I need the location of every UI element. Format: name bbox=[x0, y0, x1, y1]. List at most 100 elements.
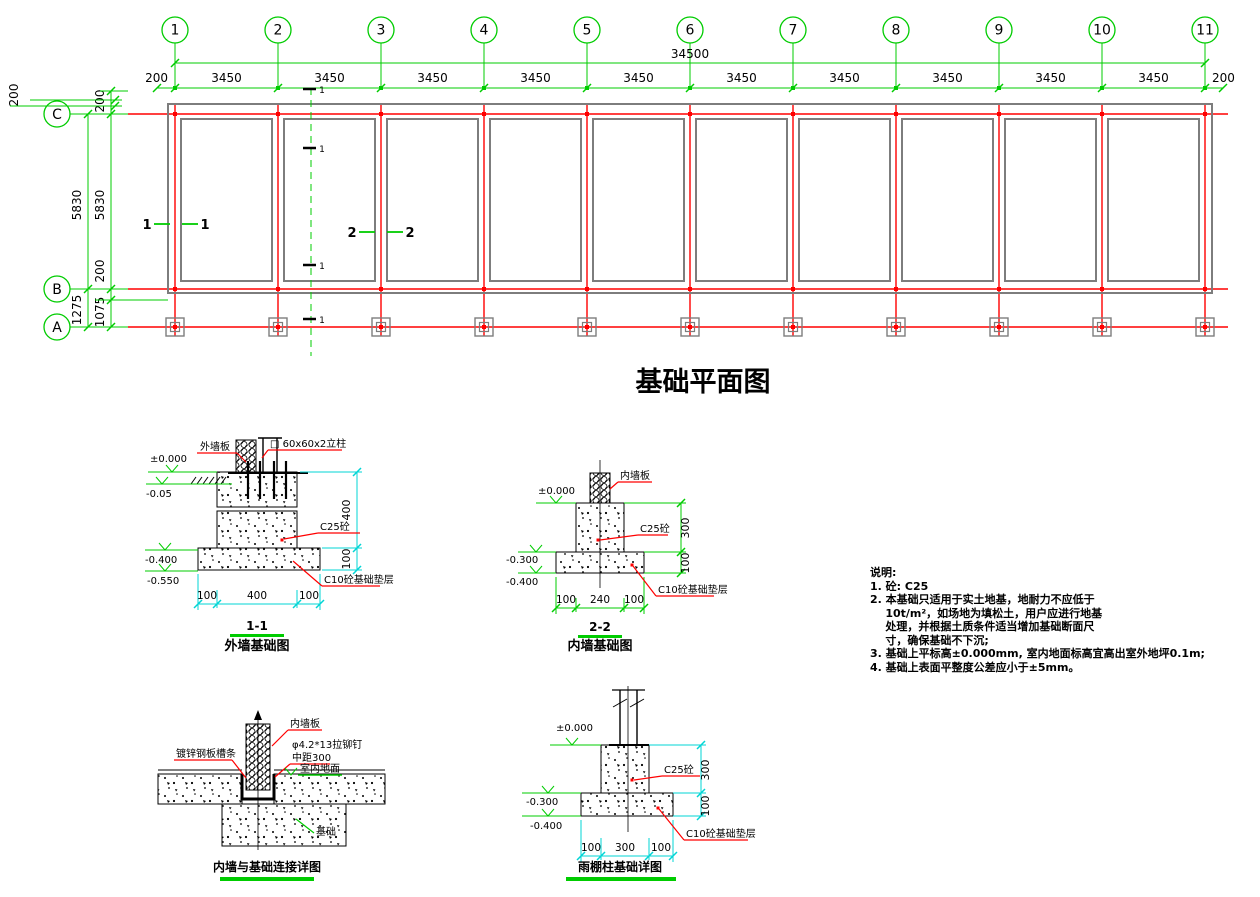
label: 1275 bbox=[70, 295, 84, 326]
dim-label: 100 bbox=[581, 842, 601, 854]
label: 5830 bbox=[70, 190, 84, 221]
dim-label: 300 bbox=[699, 760, 712, 781]
material-label: 内墙板 bbox=[290, 717, 320, 730]
detail-number: 1-1 bbox=[246, 619, 268, 633]
elevation-label: -0.400 bbox=[530, 821, 562, 832]
section-tick-label: 1 bbox=[319, 86, 325, 96]
bay-dim: 3450 bbox=[829, 71, 860, 85]
bay-dim: 3450 bbox=[211, 71, 242, 85]
grid-bubble-label: 4 bbox=[480, 23, 489, 39]
material-label: 室内地面 bbox=[300, 762, 340, 775]
detail-title: 外墙基础图 bbox=[223, 638, 289, 654]
grid-bubble-label: 9 bbox=[995, 23, 1004, 39]
material-label: C25砼 bbox=[640, 522, 670, 535]
material-label: 基础 bbox=[316, 825, 336, 838]
grid-bubble-label: 1 bbox=[171, 23, 180, 39]
note-line: 2. 本基础只适用于实土地基，地耐力不应低于 bbox=[870, 593, 1095, 606]
elevation-label: -0.300 bbox=[526, 797, 558, 808]
bay-dim: 3450 bbox=[623, 71, 654, 85]
note-line: 寸，确保基础不下沉; bbox=[870, 633, 989, 647]
grid-bubble-label: 3 bbox=[377, 23, 386, 39]
note-line: 1. 砼: C25 bbox=[870, 579, 929, 593]
overall-dim: 34500 bbox=[671, 47, 709, 61]
drawing-title: 基础平面图 bbox=[636, 367, 771, 398]
material-label: C10砼基础垫层 bbox=[686, 827, 756, 840]
dim-label: 100 bbox=[651, 842, 671, 854]
elevation-label: -0.300 bbox=[506, 555, 538, 566]
elevation-label: -0.05 bbox=[146, 489, 172, 500]
grid-bubble-label: 11 bbox=[1196, 23, 1214, 39]
grid-bubble-label: 2 bbox=[274, 23, 283, 39]
material-label: φ4.2*13拉铆钉 bbox=[292, 738, 362, 751]
section-tick-label: 1 bbox=[319, 145, 325, 155]
bay-dim: 3450 bbox=[1035, 71, 1066, 85]
row-bubble-label: B bbox=[52, 282, 62, 298]
section-mark: 1 bbox=[142, 218, 151, 233]
label: 200 bbox=[93, 90, 107, 113]
elevation-label: -0.400 bbox=[506, 577, 538, 588]
label: 200 bbox=[7, 84, 21, 107]
dim-label: 100 bbox=[624, 594, 644, 606]
dim-label: 400 bbox=[340, 500, 353, 521]
bay-dim: 3450 bbox=[726, 71, 757, 85]
section-mark: 2 bbox=[405, 226, 414, 241]
note-line: 说明: bbox=[870, 566, 897, 579]
note-line: 4. 基础上表面平整度公差应小于±5mm。 bbox=[870, 660, 1080, 674]
elevation-label: ±0.000 bbox=[150, 454, 187, 465]
section-tick-label: 1 bbox=[319, 262, 325, 272]
dim-label: 100 bbox=[556, 594, 576, 606]
dim-label: 100 bbox=[340, 549, 353, 570]
material-label: C10砼基础垫层 bbox=[324, 573, 394, 586]
note-line: 10t/m²，如场地为填松土，用户应进行地基 bbox=[870, 606, 1103, 620]
label: 1075 bbox=[93, 297, 107, 328]
detail-number: 2-2 bbox=[589, 620, 611, 634]
bay-dim: 3450 bbox=[932, 71, 963, 85]
dim-label: 100 bbox=[699, 796, 712, 817]
note-line: 3. 基础上平标高±0.000mm, 室内地面标高宜高出室外地坪0.1m; bbox=[870, 647, 1205, 660]
dim-label: 300 bbox=[615, 842, 635, 854]
row-bubble-label: A bbox=[52, 320, 62, 336]
section-mark: 2 bbox=[347, 226, 356, 241]
material-label: C10砼基础垫层 bbox=[658, 583, 728, 596]
edge-dim: 200 bbox=[1212, 71, 1235, 85]
material-label: 中距300 bbox=[292, 751, 331, 764]
grid-bubble-label: 7 bbox=[789, 23, 798, 39]
elevation-label: -0.400 bbox=[145, 555, 177, 566]
bay-dim: 3450 bbox=[314, 71, 345, 85]
dim-label: 100 bbox=[299, 590, 319, 602]
row-bubble-label: C bbox=[52, 107, 62, 123]
note-line: 处理，并根据土质条件适当增加基础断面尺 bbox=[870, 620, 1095, 633]
material-label: 内墙板 bbox=[620, 469, 650, 482]
grid-bubble-label: 10 bbox=[1093, 23, 1111, 39]
edge-dim: 200 bbox=[145, 71, 168, 85]
section-tick-label: 1 bbox=[319, 316, 325, 326]
label: 200 bbox=[93, 260, 107, 283]
dim-label: 100 bbox=[679, 553, 692, 574]
section-mark: 1 bbox=[200, 218, 209, 233]
dim-label: 300 bbox=[679, 518, 692, 539]
grid-bubble-label: 8 bbox=[892, 23, 901, 39]
material-label: □ 60x60x2立柱 bbox=[270, 437, 346, 450]
bay-dim: 3450 bbox=[520, 71, 551, 85]
dim-label: 100 bbox=[197, 590, 217, 602]
label: 5830 bbox=[93, 190, 107, 221]
elevation-label: ±0.000 bbox=[538, 486, 575, 497]
material-label: 镀锌钢板槽条 bbox=[176, 747, 236, 760]
dim-label: 400 bbox=[247, 590, 267, 602]
detail-title: 内墙基础图 bbox=[567, 638, 632, 654]
grid-bubble-label: 5 bbox=[583, 23, 592, 39]
bay-dim: 3450 bbox=[1138, 71, 1169, 85]
detail-title: 雨棚柱基础详图 bbox=[578, 859, 662, 874]
detail-2-2: ±0.000 -0.300 -0.400 300 100 100 240 100 内墙板 C25砼… bbox=[506, 460, 728, 654]
detail-title: 内墙与基础连接详图 bbox=[213, 859, 321, 874]
dim-label: 240 bbox=[590, 594, 610, 606]
bay-dim: 3450 bbox=[417, 71, 448, 85]
material-label: C25砼 bbox=[320, 520, 350, 533]
material-label: 外墙板 bbox=[200, 440, 230, 453]
